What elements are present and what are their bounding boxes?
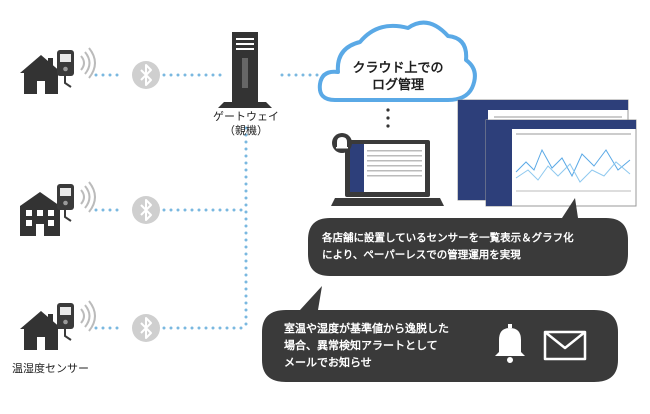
bubble-top (308, 198, 628, 276)
cloud-label-line1: クラウド上での (352, 61, 444, 76)
gateway-label-line1: ゲートウェイ (213, 110, 279, 123)
gateway-label: ゲートウェイ （親機） (208, 110, 284, 138)
bell-icon (495, 324, 525, 363)
sensor-device-icon-1 (56, 47, 96, 88)
dashboard-screenshot-front (485, 119, 637, 207)
bubble-bottom-line3: メールでお知らせ (284, 356, 372, 369)
sensor-device-icon-2 (56, 181, 96, 222)
cloud-label-line2: ログ管理 (371, 78, 424, 93)
server-tower-icon (218, 32, 272, 108)
bubble-bottom (262, 286, 618, 382)
sensor-label: 温湿度センサー (12, 362, 89, 375)
store-house-icon-2 (20, 311, 62, 350)
bluetooth-icon-2 (131, 195, 161, 225)
bubble-bottom-text: 室温や湿度が基準値から逸脱した 場合、異常検知アラートとして メールでお知らせ (284, 320, 449, 371)
building-icon (20, 192, 60, 236)
bubble-top-line1: 各店舗に設置しているセンサーを一覧表示＆グラフ化 (322, 232, 574, 244)
cloud-icon (317, 20, 477, 102)
bubble-bottom-line2: 場合、異常検知アラートとして (284, 339, 438, 352)
laptop-icon (331, 140, 444, 206)
bluetooth-icon-1 (131, 60, 161, 90)
cloud-connector-dots (386, 108, 390, 128)
store-house-icon-1 (20, 55, 62, 94)
cloud-label: クラウド上での ログ管理 (334, 60, 462, 94)
gateway-label-line2: （親機） (224, 124, 268, 137)
bell-badge-icon (332, 133, 352, 153)
bubble-top-line2: により、ペーパーレスでの管理運用を実現 (322, 249, 521, 261)
mail-icon (543, 330, 587, 361)
sensor-device-icon-3 (56, 300, 96, 341)
bluetooth-icon-3 (131, 313, 161, 343)
bubble-bottom-line1: 室温や湿度が基準値から逸脱した (284, 322, 449, 335)
connection-lines (94, 73, 332, 330)
bubble-top-text: 各店舗に設置しているセンサーを一覧表示＆グラフ化 により、ペーパーレスでの管理運… (322, 230, 574, 264)
